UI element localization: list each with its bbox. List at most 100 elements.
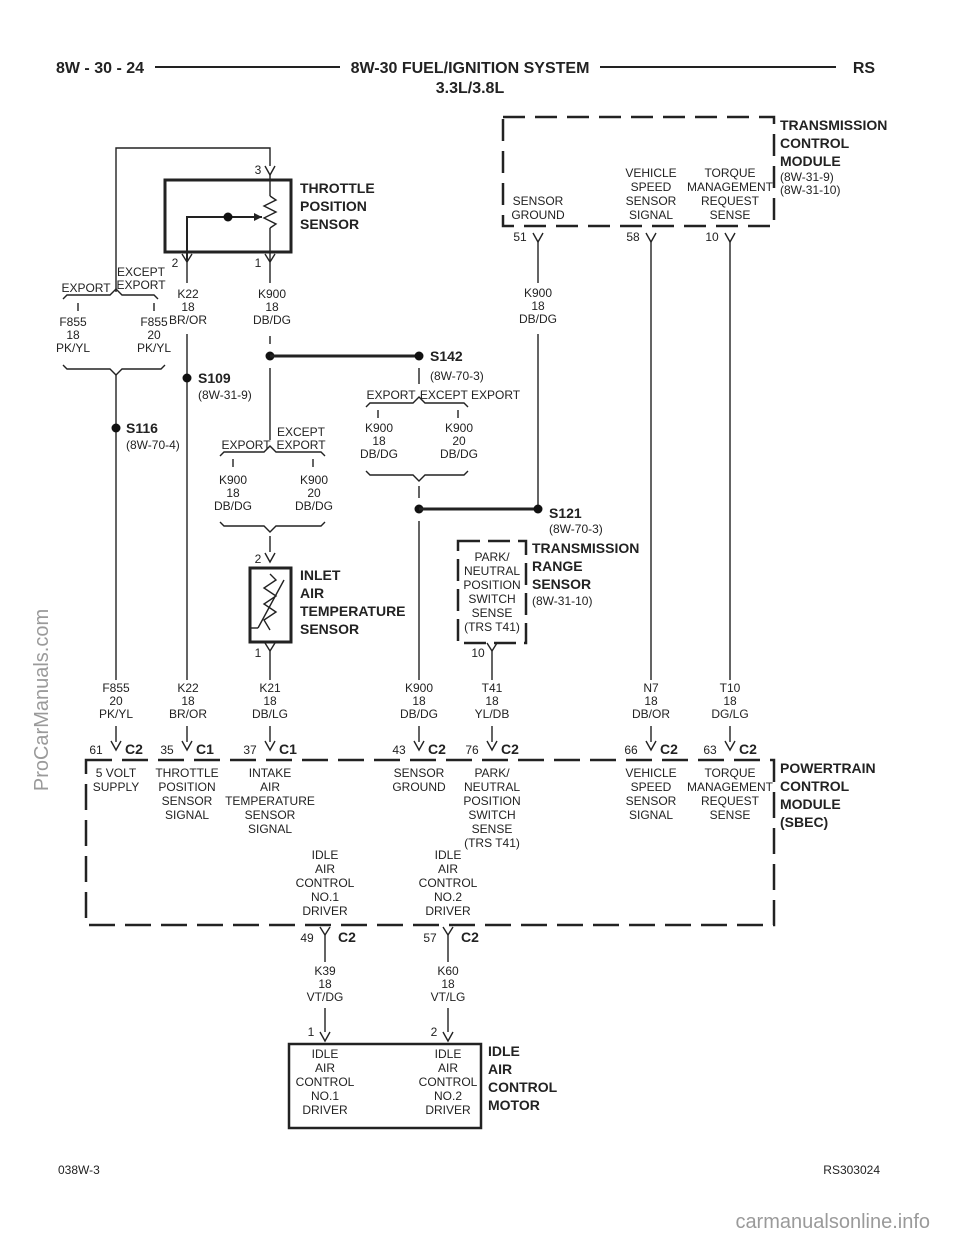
watermark-left: ProCarManuals.com bbox=[31, 609, 53, 791]
pcm-driver-label-line: IDLE bbox=[435, 848, 462, 862]
wire-label-t10-line: 18 bbox=[723, 694, 737, 708]
pcm-connector-id: C2 bbox=[428, 741, 446, 757]
pcm-pin-label-line: THROTTLE bbox=[155, 766, 218, 780]
tcm-pin-label-line: SENSOR bbox=[513, 194, 564, 208]
wire-label-k900-line: DB/DG bbox=[295, 499, 333, 513]
splice-s121-name: S121 bbox=[549, 505, 582, 521]
trs-pin: 10 bbox=[471, 646, 485, 660]
splice-s121-dot bbox=[533, 504, 543, 514]
wire-label-k900-line: 20 bbox=[452, 434, 466, 448]
pcm-pin-label-line: SIGNAL bbox=[248, 822, 292, 836]
pcm-pin-label-line: TEMPERATURE bbox=[225, 794, 315, 808]
trs-switch-label-line: SENSE bbox=[472, 606, 513, 620]
iac-driver-label-line: CONTROL bbox=[296, 1075, 355, 1089]
label-mask bbox=[464, 680, 520, 726]
pcm-driver-label-line: AIR bbox=[438, 862, 458, 876]
pcm-driver-label-line: CONTROL bbox=[419, 876, 478, 890]
connector-fork bbox=[319, 1031, 331, 1043]
pcm-name-line: CONTROL bbox=[780, 778, 850, 794]
wire-label-f855-line: 20 bbox=[147, 328, 161, 342]
pcm-connector-id: C2 bbox=[338, 929, 356, 945]
iat-pin-2: 2 bbox=[255, 552, 262, 566]
wire-label-f855-line: 18 bbox=[66, 328, 80, 342]
pcm-pin-number: 35 bbox=[160, 743, 174, 757]
connector-fork bbox=[264, 642, 276, 652]
pcm-box bbox=[84, 758, 776, 927]
pcm-pin-label-line: SWITCH bbox=[468, 808, 515, 822]
tcm-name-line: TRANSMISSION bbox=[780, 117, 887, 133]
wire-label-k900-line: 20 bbox=[307, 486, 321, 500]
connector-fork bbox=[532, 232, 544, 244]
iac-driver-label-line: DRIVER bbox=[425, 1103, 471, 1117]
tps-wiper-dot bbox=[223, 212, 233, 222]
wire-label-k21-line: 18 bbox=[263, 694, 277, 708]
label-export: EXPORT bbox=[61, 281, 111, 295]
trs-ref: (8W-31-10) bbox=[532, 594, 592, 608]
tps-resistor bbox=[262, 195, 278, 229]
pcm-driver-label-line: IDLE bbox=[312, 848, 339, 862]
pcm-pin-label-line: INTAKE bbox=[249, 766, 291, 780]
pcm-pin-label-line: SENSOR bbox=[626, 794, 677, 808]
wire-label-k900-line: K900 bbox=[219, 473, 247, 487]
trs-switch-label-line: PARK/ bbox=[474, 550, 510, 564]
pcm-pin-label-line: SENSE bbox=[472, 822, 513, 836]
pcm-pin-label-line: SUPPLY bbox=[93, 780, 139, 794]
wire-label-k900-line: DB/DG bbox=[214, 499, 252, 513]
connector-fork bbox=[181, 740, 193, 752]
label-except-export-line: EXPORT bbox=[276, 438, 326, 452]
label-except-export-line: EXCEPT bbox=[117, 265, 166, 279]
pcm-connector-id: C2 bbox=[501, 741, 519, 757]
label-mask bbox=[623, 680, 679, 726]
splice-s142-dot bbox=[414, 351, 424, 361]
tps-pin-2: 2 bbox=[172, 256, 179, 270]
splice-s121-ref: (8W-70-3) bbox=[549, 522, 603, 536]
tcm-pin-number: 51 bbox=[513, 230, 527, 244]
tcm-ref-line: (8W-31-9) bbox=[780, 170, 834, 184]
wire-label-t41-line: YL/DB bbox=[475, 707, 510, 721]
pcm-pin-label-line: SENSOR bbox=[245, 808, 296, 822]
wire-label-n7-line: N7 bbox=[643, 681, 659, 695]
wire-label-k22-b-line: BR/OR bbox=[169, 707, 207, 721]
wire-label-f855-20_b-line: F855 bbox=[102, 681, 130, 695]
tps-name-line: THROTTLE bbox=[300, 180, 375, 196]
wire-label-t41-line: T41 bbox=[482, 681, 503, 695]
tcm-box bbox=[501, 115, 776, 228]
wire-label-f855-line: PK/YL bbox=[137, 341, 171, 355]
pcm-pin-label-line: SENSOR bbox=[394, 766, 445, 780]
trs-switch-label-line: NEUTRAL bbox=[464, 564, 520, 578]
bracket-k900 bbox=[365, 396, 469, 408]
wire-label-t10-line: T10 bbox=[720, 681, 741, 695]
trs-switch-label-line: (TRS T41) bbox=[464, 620, 520, 634]
tcm-name-line: CONTROL bbox=[780, 135, 850, 151]
pcm-connector-id: C2 bbox=[125, 741, 143, 757]
wire-label-k900-line: DB/DG bbox=[360, 447, 398, 461]
trs-switch-label-line: POSITION bbox=[463, 578, 520, 592]
pcm-name-line: (SBEC) bbox=[780, 814, 828, 830]
tps-pin-3: 3 bbox=[255, 163, 262, 177]
wire-label-k900-line: K900 bbox=[258, 287, 286, 301]
pcm-name-line: MODULE bbox=[780, 796, 841, 812]
wire-label-k22-line: 18 bbox=[181, 300, 195, 314]
pcm-pin-label-line: TORQUE bbox=[704, 766, 755, 780]
tps-pin-1: 1 bbox=[255, 256, 262, 270]
trs-name-line: TRANSMISSION bbox=[532, 540, 639, 556]
wire-label-k900-line: DB/DG bbox=[253, 313, 291, 327]
tcm-pin-label-line: SIGNAL bbox=[629, 208, 673, 222]
splice-s109-dot bbox=[182, 373, 192, 383]
pcm-pin-label-line: REQUEST bbox=[701, 794, 760, 808]
connector-fork bbox=[264, 165, 276, 177]
splice-s109-ref: (8W-31-9) bbox=[198, 388, 252, 402]
wire-label-k900-line: 18 bbox=[372, 434, 386, 448]
wire-label-f855-line: PK/YL bbox=[56, 341, 90, 355]
connector-fork bbox=[486, 740, 498, 752]
iat-name-line: AIR bbox=[300, 585, 324, 601]
iac-name-line: AIR bbox=[488, 1061, 512, 1077]
wire-label-k900-line: 18 bbox=[265, 300, 279, 314]
pcm-connector-id: C1 bbox=[279, 741, 297, 757]
pcm-pin-number: 37 bbox=[243, 743, 257, 757]
label-mask bbox=[242, 680, 298, 726]
iac-driver-label-line: AIR bbox=[438, 1061, 458, 1075]
wire-label-k900-b-line: DB/DG bbox=[400, 707, 438, 721]
iat-box bbox=[248, 566, 293, 644]
pcm-pin-label-line: NEUTRAL bbox=[464, 780, 520, 794]
